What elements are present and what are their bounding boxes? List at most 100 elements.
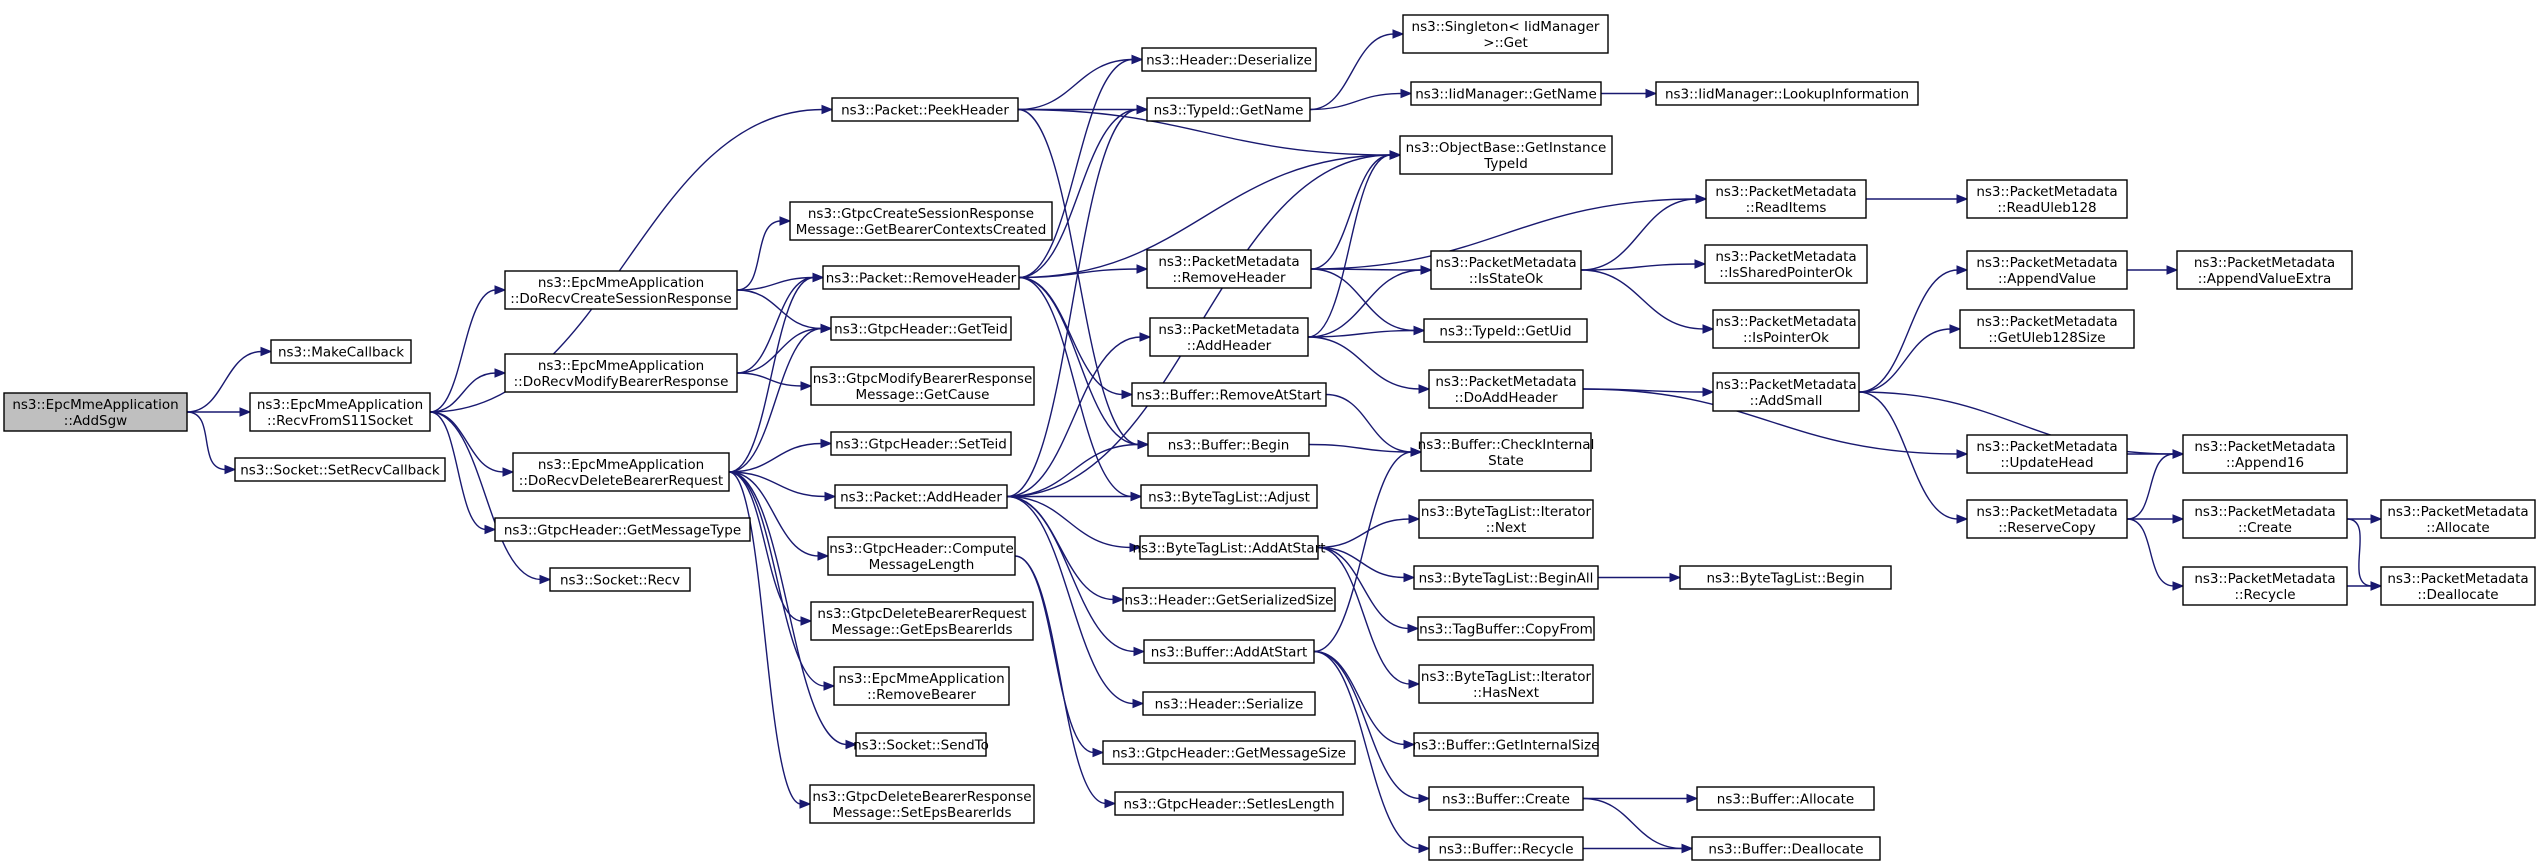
node-n20[interactable]: ns3::Socket::SendTo [853, 732, 989, 757]
node-box [789, 201, 1053, 241]
node-n50[interactable]: ns3::PacketMetadata::ReadItems [1705, 179, 1867, 219]
node-n4[interactable]: ns3::Socket::SetRecvCallback [234, 457, 446, 482]
edge-line [1307, 329, 1416, 338]
edge-n31-n48 [1313, 650, 1431, 854]
node-n19[interactable]: ns3::EpcMmeApplication::RemoveBearer [833, 666, 1010, 706]
edge-line [728, 471, 826, 687]
edge-arrowhead [817, 551, 830, 561]
node-n12[interactable]: ns3::Packet::RemoveHeader [822, 265, 1020, 290]
edge-line [1313, 650, 1421, 800]
node-n6[interactable]: ns3::EpcMmeApplication::DoRecvCreateSess… [504, 270, 738, 310]
node-n34[interactable]: ns3::GtpcHeader::SetIesLength [1114, 791, 1344, 816]
node-n49[interactable]: ns3::IidManager::LookupInformation [1655, 81, 1919, 106]
node-n23[interactable]: ns3::TypeId::GetName [1146, 97, 1311, 122]
node-n61[interactable]: ns3::PacketMetadata::ReserveCopy [1966, 499, 2128, 539]
edge-n29-n42 [1317, 514, 1421, 549]
node-n11[interactable]: ns3::GtpcCreateSessionResponseMessage::G… [789, 201, 1053, 241]
node-n42[interactable]: ns3::ByteTagList::Iterator::Next [1418, 499, 1594, 539]
node-label: ::DoRecvDeleteBearerRequest [519, 473, 723, 489]
node-n58[interactable]: ns3::PacketMetadata::AppendValue [1966, 250, 2128, 290]
node-n67[interactable]: ns3::PacketMetadata::Deallocate [2380, 566, 2536, 606]
edge-n38-n52 [1580, 269, 1715, 334]
node-n59[interactable]: ns3::PacketMetadata::GetUleb128Size [1959, 309, 2135, 349]
edge-arrowhead [820, 323, 833, 334]
node-box [1712, 309, 1860, 349]
node-n29[interactable]: ns3::ByteTagList::AddAtStart [1132, 535, 1326, 560]
node-label: ns3::PacketMetadata [1715, 184, 1856, 200]
node-n26[interactable]: ns3::Buffer::RemoveAtStart [1131, 382, 1327, 407]
node-n38[interactable]: ns3::PacketMetadata::IsStateOk [1430, 250, 1582, 290]
node-n2[interactable]: ns3::MakeCallback [270, 339, 412, 364]
node-n9[interactable]: ns3::GtpcHeader::GetMessageType [494, 517, 751, 542]
nodes-layer: ns3::EpcMmeApplication::AddSgw ns3::MakeC… [3, 14, 2536, 861]
edge-n8-n15 [728, 438, 833, 473]
node-n3[interactable]: ns3::EpcMmeApplication::RecvFromS11Socke… [249, 392, 431, 432]
node-n18[interactable]: ns3::GtpcDeleteBearerRequestMessage::Get… [810, 601, 1034, 641]
node-n43[interactable]: ns3::ByteTagList::BeginAll [1413, 565, 1599, 590]
node-n63[interactable]: ns3::PacketMetadata::Append16 [2182, 434, 2348, 474]
node-n10[interactable]: ns3::Socket::Recv [549, 567, 691, 592]
node-n54[interactable]: ns3::ByteTagList::Begin [1679, 565, 1892, 590]
node-n28[interactable]: ns3::ByteTagList::Adjust [1140, 484, 1318, 509]
node-n16[interactable]: ns3::Packet::AddHeader [834, 484, 1008, 509]
node-n14[interactable]: ns3::GtpcModifyBearerResponseMessage::Ge… [810, 366, 1035, 406]
edge-arrowhead [1112, 594, 1125, 605]
node-n64[interactable]: ns3::PacketMetadata::Create [2182, 499, 2348, 539]
node-n30[interactable]: ns3::Header::GetSerializedSize [1122, 587, 1336, 612]
node-n55[interactable]: ns3::Buffer::Allocate [1696, 786, 1875, 811]
node-n56[interactable]: ns3::Buffer::Deallocate [1691, 836, 1881, 861]
edge-line [728, 276, 815, 473]
node-n36[interactable]: ns3::IidManager::GetName [1410, 81, 1602, 106]
node-n35[interactable]: ns3::Singleton< IidManager >::Get [1402, 14, 1609, 54]
node-label: ns3::GtpcModifyBearerResponse [813, 371, 1033, 387]
node-label: ns3::GtpcDeleteBearerRequest [817, 606, 1026, 622]
node-n31[interactable]: ns3::Buffer::AddAtStart [1143, 639, 1315, 664]
node-n48[interactable]: ns3::Buffer::Recycle [1428, 836, 1584, 861]
node-n5[interactable]: ns3::Packet::PeekHeader [831, 97, 1019, 122]
node-n40[interactable]: ns3::PacketMetadata::DoAddHeader [1428, 369, 1584, 409]
node-n45[interactable]: ns3::ByteTagList::Iterator::HasNext [1418, 664, 1594, 704]
node-label: ::DoAddHeader [1454, 390, 1557, 406]
node-label: ::Create [2238, 520, 2292, 536]
edge-line [429, 411, 542, 581]
node-label: ns3::IidManager::GetName [1415, 87, 1597, 103]
node-n24[interactable]: ns3::PacketMetadata::RemoveHeader [1146, 249, 1312, 289]
node-n7[interactable]: ns3::EpcMmeApplication::DoRecvModifyBear… [504, 353, 738, 393]
node-box [1966, 250, 2128, 290]
node-n57[interactable]: ns3::PacketMetadata::ReadUleb128 [1966, 179, 2128, 219]
node-n39[interactable]: ns3::TypeId::GetUid [1423, 318, 1588, 343]
node-box [1413, 565, 1599, 590]
node-n25[interactable]: ns3::PacketMetadata::AddHeader [1149, 317, 1309, 357]
node-label: ::IsPointerOk [1743, 330, 1829, 346]
node-n53[interactable]: ns3::PacketMetadata::AddSmall [1712, 372, 1860, 412]
node-n44[interactable]: ns3::TagBuffer::CopyFrom [1417, 616, 1595, 641]
node-n62[interactable]: ns3::PacketMetadata::AppendValueExtra [2176, 250, 2353, 290]
node-n1[interactable]: ns3::EpcMmeApplication::AddSgw [3, 392, 188, 432]
edge-arrowhead [1392, 29, 1405, 39]
node-n21[interactable]: ns3::GtpcDeleteBearerResponseMessage::Se… [809, 784, 1035, 824]
node-n33[interactable]: ns3::GtpcHeader::GetMessageSize [1102, 740, 1356, 765]
node-n66[interactable]: ns3::PacketMetadata::Allocate [2380, 499, 2536, 539]
node-n52[interactable]: ns3::PacketMetadata::IsPointerOk [1712, 309, 1860, 349]
node-n13[interactable]: ns3::GtpcHeader::GetTeid [830, 316, 1012, 341]
node-n8[interactable]: ns3::EpcMmeApplication::DoRecvDeleteBear… [512, 452, 730, 492]
node-n65[interactable]: ns3::PacketMetadata::Recycle [2182, 566, 2348, 606]
node-n22[interactable]: ns3::Header::Deserialize [1141, 47, 1317, 72]
node-n27[interactable]: ns3::Buffer::Begin [1147, 432, 1310, 457]
node-n32[interactable]: ns3::Header::Serialize [1142, 691, 1316, 716]
node-label: ns3::PacketMetadata [1976, 255, 2117, 271]
edge-n38-n50 [1580, 194, 1708, 271]
node-n15[interactable]: ns3::GtpcHeader::SetTeid [830, 431, 1012, 456]
node-n46[interactable]: ns3::Buffer::GetInternalSize [1413, 732, 1600, 757]
node-box [855, 732, 987, 757]
node-label: ns3::Packet::AddHeader [840, 490, 1002, 506]
node-n51[interactable]: ns3::PacketMetadata::IsSharedPointerOk [1704, 244, 1868, 284]
edge-line [2346, 518, 2373, 587]
edge-line [1313, 451, 1413, 653]
node-label: ns3::IidManager::LookupInformation [1665, 87, 1909, 103]
node-n60[interactable]: ns3::PacketMetadata::UpdateHead [1966, 434, 2128, 474]
node-n47[interactable]: ns3::Buffer::Create [1428, 786, 1584, 811]
